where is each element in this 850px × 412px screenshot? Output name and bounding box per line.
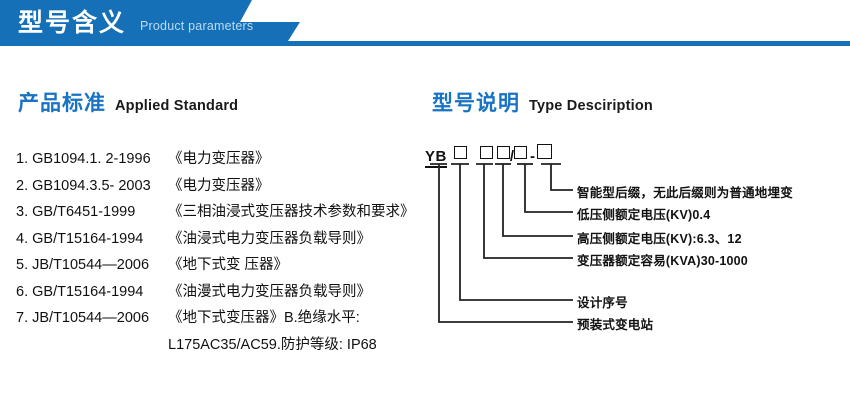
model-code-slash: /: [509, 148, 515, 165]
leader-lines: [430, 163, 573, 323]
list-item: 5. JB/T10544—2006 《地下式变 压器》: [16, 252, 436, 279]
model-code-box-1: [453, 146, 467, 159]
applied-standard-list: 1. GB1094.1. 2-1996 《电力变压器》 2. GB1094.3.…: [16, 146, 436, 358]
model-code-box-3: [496, 146, 510, 159]
type-description-heading: 型号说明 Type Desciription: [432, 87, 653, 117]
page-header-banner: 型号含义 Product parameters: [0, 0, 850, 50]
model-code-diagram: YB/- 智能型后缀，无此后缀则为普通地埋变 低压侧额定电压(KV)0: [425, 140, 850, 340]
banner-subtitle: Product parameters: [140, 19, 254, 33]
model-code-label-substation: 预装式变电站: [577, 318, 654, 332]
standard-code: 2. GB1094.3.5- 2003: [16, 177, 151, 194]
list-item: 1. GB1094.1. 2-1996 《电力变压器》: [16, 146, 436, 173]
type-description-heading-en: Type Desciription: [529, 98, 653, 114]
standard-name: 《电力变压器》: [168, 177, 270, 194]
standard-name: 《电力变压器》: [168, 151, 270, 167]
standard-name: 《地下式变压器》B.绝缘水平:: [168, 310, 360, 326]
model-code-label-capacity: 变压器额定容易(KVA)30-1000: [577, 254, 748, 268]
model-code-string: YB /-: [425, 144, 553, 168]
standard-name: 《油漫式电力变压器负载导则》: [168, 283, 371, 300]
model-code-label-design-serial: 设计序号: [577, 296, 628, 310]
applied-standard-heading-en: Applied Standard: [115, 98, 239, 114]
model-code-label-lv-voltage: 低压侧额定电压(KV)0.4: [577, 208, 711, 222]
list-item: 3. GB/T6451-1999 《三相油浸式变压器技术参数和要求》: [16, 199, 436, 226]
list-item: 4. GB/T15164-1994 《油浸式电力变压器负载导则》: [16, 226, 436, 253]
model-code-label-smart-suffix: 智能型后缀，无此后缀则为普通地埋变: [577, 186, 793, 200]
standard-code: 1. GB1094.1. 2-1996: [16, 151, 151, 167]
list-item: 6. GB/T15164-1994 《油漫式电力变压器负载导则》: [16, 279, 436, 306]
standard-name: 《三相油浸式变压器技术参数和要求》: [168, 204, 415, 220]
model-code-box-4: [514, 146, 528, 159]
standard-code: 3. GB/T6451-1999: [16, 204, 136, 220]
type-description-heading-cn: 型号说明: [432, 92, 520, 115]
standard-continuation-line: L175AC35/AC59.防护等级: IP68: [168, 336, 377, 353]
banner-shape: [0, 0, 850, 46]
standard-code: 4. GB/T15164-1994: [16, 230, 144, 247]
list-item: 7. JB/T10544—2006 《地下式变压器》B.绝缘水平:: [16, 305, 436, 332]
model-code-box-5: [537, 144, 553, 159]
standard-code: 5. JB/T10544—2006: [16, 257, 150, 273]
banner-title: 型号含义: [18, 9, 127, 37]
model-code-box-2: [479, 146, 493, 159]
standard-code: 7. JB/T10544—2006: [16, 310, 150, 326]
applied-standard-heading-cn: 产品标准: [18, 92, 106, 115]
applied-standard-heading: 产品标准 Applied Standard: [18, 87, 238, 117]
list-item: 2. GB1094.3.5- 2003 《电力变压器》: [16, 173, 436, 200]
standard-name: 《油浸式电力变压器负载导则》: [168, 230, 371, 247]
model-code-prefix: YB: [425, 148, 447, 168]
standard-name: 《地下式变 压器》: [168, 257, 289, 273]
model-code-label-hv-voltage: 高压侧额定电压(KV):6.3、12: [577, 232, 742, 246]
model-code-dash: -: [530, 148, 536, 165]
standard-code: 6. GB/T15164-1994: [16, 283, 144, 300]
